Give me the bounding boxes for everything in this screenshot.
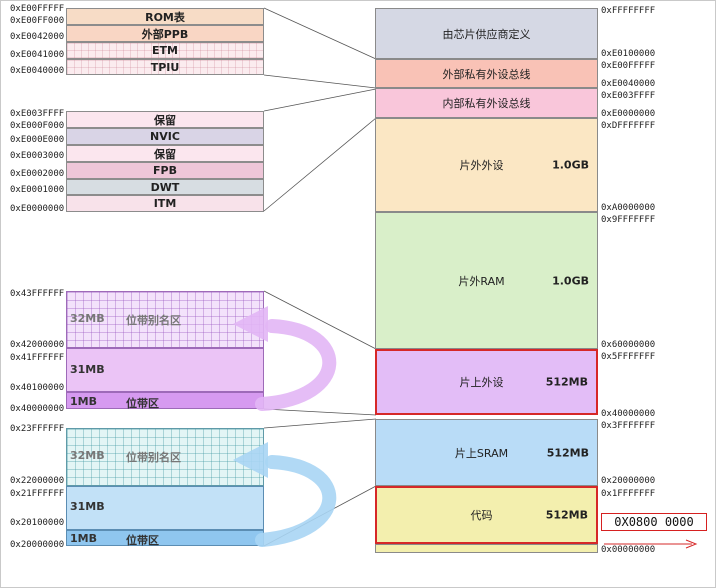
flash-start-callout: 0X0800 0000 bbox=[601, 513, 707, 531]
connector-ext-top bbox=[263, 7, 377, 60]
address-label: 0xE0040000 bbox=[601, 79, 656, 89]
connector-ext-bottom bbox=[263, 74, 377, 89]
region-peripheral: 片上外设 512MB bbox=[375, 349, 598, 415]
region-code: 代码 512MB bbox=[375, 486, 598, 544]
region-size: 512MB bbox=[546, 446, 589, 459]
region-size: 1.0GB bbox=[552, 274, 589, 287]
region-name: 片外RAM bbox=[458, 274, 505, 288]
address-label: 0xE00FFFFF bbox=[10, 4, 65, 14]
region-internal-ppb: 内部私有外设总线 bbox=[375, 88, 598, 118]
region-name: 内部私有外设总线 bbox=[442, 97, 531, 110]
address-label: 0x22000000 bbox=[10, 476, 65, 486]
address-label: 0x1FFFFFFF bbox=[601, 489, 656, 499]
peripheral-alias-size: 32MB bbox=[70, 312, 105, 325]
address-label: 0xE0100000 bbox=[601, 49, 656, 59]
region-name: 片外外设 bbox=[459, 159, 504, 172]
region-external-ppb: 外部私有外设总线 bbox=[375, 59, 598, 88]
address-label: 0xA0000000 bbox=[601, 203, 656, 213]
connector-int-bottom bbox=[263, 117, 377, 212]
sram-middle-region bbox=[66, 486, 264, 530]
address-label: 0x20000000 bbox=[10, 540, 65, 550]
region-size: 512MB bbox=[545, 375, 588, 389]
address-label: 0x60000000 bbox=[601, 340, 656, 350]
region-name: 外部私有外设总线 bbox=[442, 67, 531, 81]
address-label: 0x42000000 bbox=[10, 340, 65, 350]
region-vendor-defined: 由芯片供应商定义 bbox=[375, 8, 598, 59]
address-label: 0x9FFFFFFF bbox=[601, 215, 656, 225]
region-name: 片上SRAM bbox=[454, 446, 509, 460]
sram-alias-region bbox=[66, 428, 264, 486]
address-label: 0x21FFFFFF bbox=[10, 489, 65, 499]
ppb-int-block-itm: ITM bbox=[66, 195, 264, 212]
address-label: 0x5FFFFFFF bbox=[601, 352, 656, 362]
ppb-int-block-nvic: NVIC bbox=[66, 128, 264, 145]
sram-region-size: 1MB bbox=[70, 532, 97, 545]
address-label: 0x40000000 bbox=[601, 409, 656, 419]
ppb-ext-block-external-ppb: 外部PPB bbox=[66, 25, 264, 42]
peripheral-region-size: 1MB bbox=[70, 395, 97, 408]
address-label: 0x00000000 bbox=[601, 545, 656, 555]
sram-alias-size: 32MB bbox=[70, 449, 105, 462]
ppb-ext-block-etm: ETM bbox=[66, 42, 264, 59]
address-label: 0xE0002000 bbox=[10, 169, 65, 179]
region-size: 1.0GB bbox=[552, 158, 589, 172]
region-code-tail bbox=[375, 544, 598, 553]
sram-region-name: 位带区 bbox=[126, 534, 159, 547]
ppb-int-block-reserved: 保留 bbox=[66, 145, 264, 162]
address-label: 0xE0000000 bbox=[10, 204, 65, 214]
peripheral-alias-name: 位带别名区 bbox=[126, 314, 181, 327]
region-external-ram: 片外RAM 1.0GB bbox=[375, 212, 598, 349]
peripheral-middle-size: 31MB bbox=[70, 363, 105, 376]
ppb-int-block-fpb: FPB bbox=[66, 162, 264, 179]
sram-alias-name: 位带别名区 bbox=[126, 451, 181, 464]
region-name: 由芯片供应商定义 bbox=[442, 27, 531, 41]
connector-periph-top bbox=[263, 290, 377, 350]
connector-periph-bottom bbox=[263, 408, 377, 416]
peripheral-alias-region bbox=[66, 291, 264, 348]
address-label: 0xE000F000 bbox=[10, 121, 65, 131]
ppb-int-block-dwt: DWT bbox=[66, 179, 264, 195]
address-label: 0x3FFFFFFF bbox=[601, 421, 656, 431]
region-name: 代码 bbox=[470, 509, 493, 522]
address-label: 0x40000000 bbox=[10, 404, 65, 414]
address-label: 0xE000E000 bbox=[10, 135, 65, 145]
address-label: 0xE0041000 bbox=[10, 50, 65, 60]
address-label: 0x40100000 bbox=[10, 383, 65, 393]
address-label: 0xE0003000 bbox=[10, 151, 65, 161]
address-label: 0x20000000 bbox=[601, 476, 656, 486]
address-label: 0x43FFFFFF bbox=[10, 289, 65, 299]
region-size: 512MB bbox=[545, 508, 588, 522]
sram-mapping-arrow bbox=[233, 442, 337, 547]
ppb-ext-block-tpiu: TPIU bbox=[66, 59, 264, 75]
region-name: 片上外设 bbox=[459, 376, 504, 389]
address-label: 0xE00FF000 bbox=[10, 16, 65, 26]
address-label: 0xE0040000 bbox=[10, 66, 65, 76]
address-label: 0xE0001000 bbox=[10, 185, 65, 195]
ppb-ext-block-rom-table: ROM表 bbox=[66, 8, 264, 25]
connector-int-top bbox=[263, 88, 377, 112]
sram-middle-size: 31MB bbox=[70, 500, 105, 513]
address-label: 0x20100000 bbox=[10, 518, 65, 528]
address-label: 0xE00FFFFF bbox=[601, 61, 656, 71]
peripheral-mapping-arrow bbox=[233, 306, 337, 411]
address-label: 0xE0000000 bbox=[601, 109, 656, 119]
address-label: 0x41FFFFFF bbox=[10, 353, 65, 363]
peripheral-region-name: 位带区 bbox=[126, 397, 159, 410]
ppb-int-block-reserved: 保留 bbox=[66, 111, 264, 128]
region-external-device: 片外外设 1.0GB bbox=[375, 118, 598, 212]
peripheral-middle-region bbox=[66, 348, 264, 392]
address-label: 0xFFFFFFFF bbox=[601, 6, 656, 16]
connector-sram-top bbox=[263, 418, 377, 429]
address-label: 0xDFFFFFFF bbox=[601, 121, 656, 131]
address-label: 0xE003FFFF bbox=[601, 91, 656, 101]
address-label: 0xE003FFFF bbox=[10, 109, 65, 119]
region-sram: 片上SRAM 512MB bbox=[375, 419, 598, 486]
address-label: 0xE0042000 bbox=[10, 32, 65, 42]
address-label: 0x23FFFFFF bbox=[10, 424, 65, 434]
